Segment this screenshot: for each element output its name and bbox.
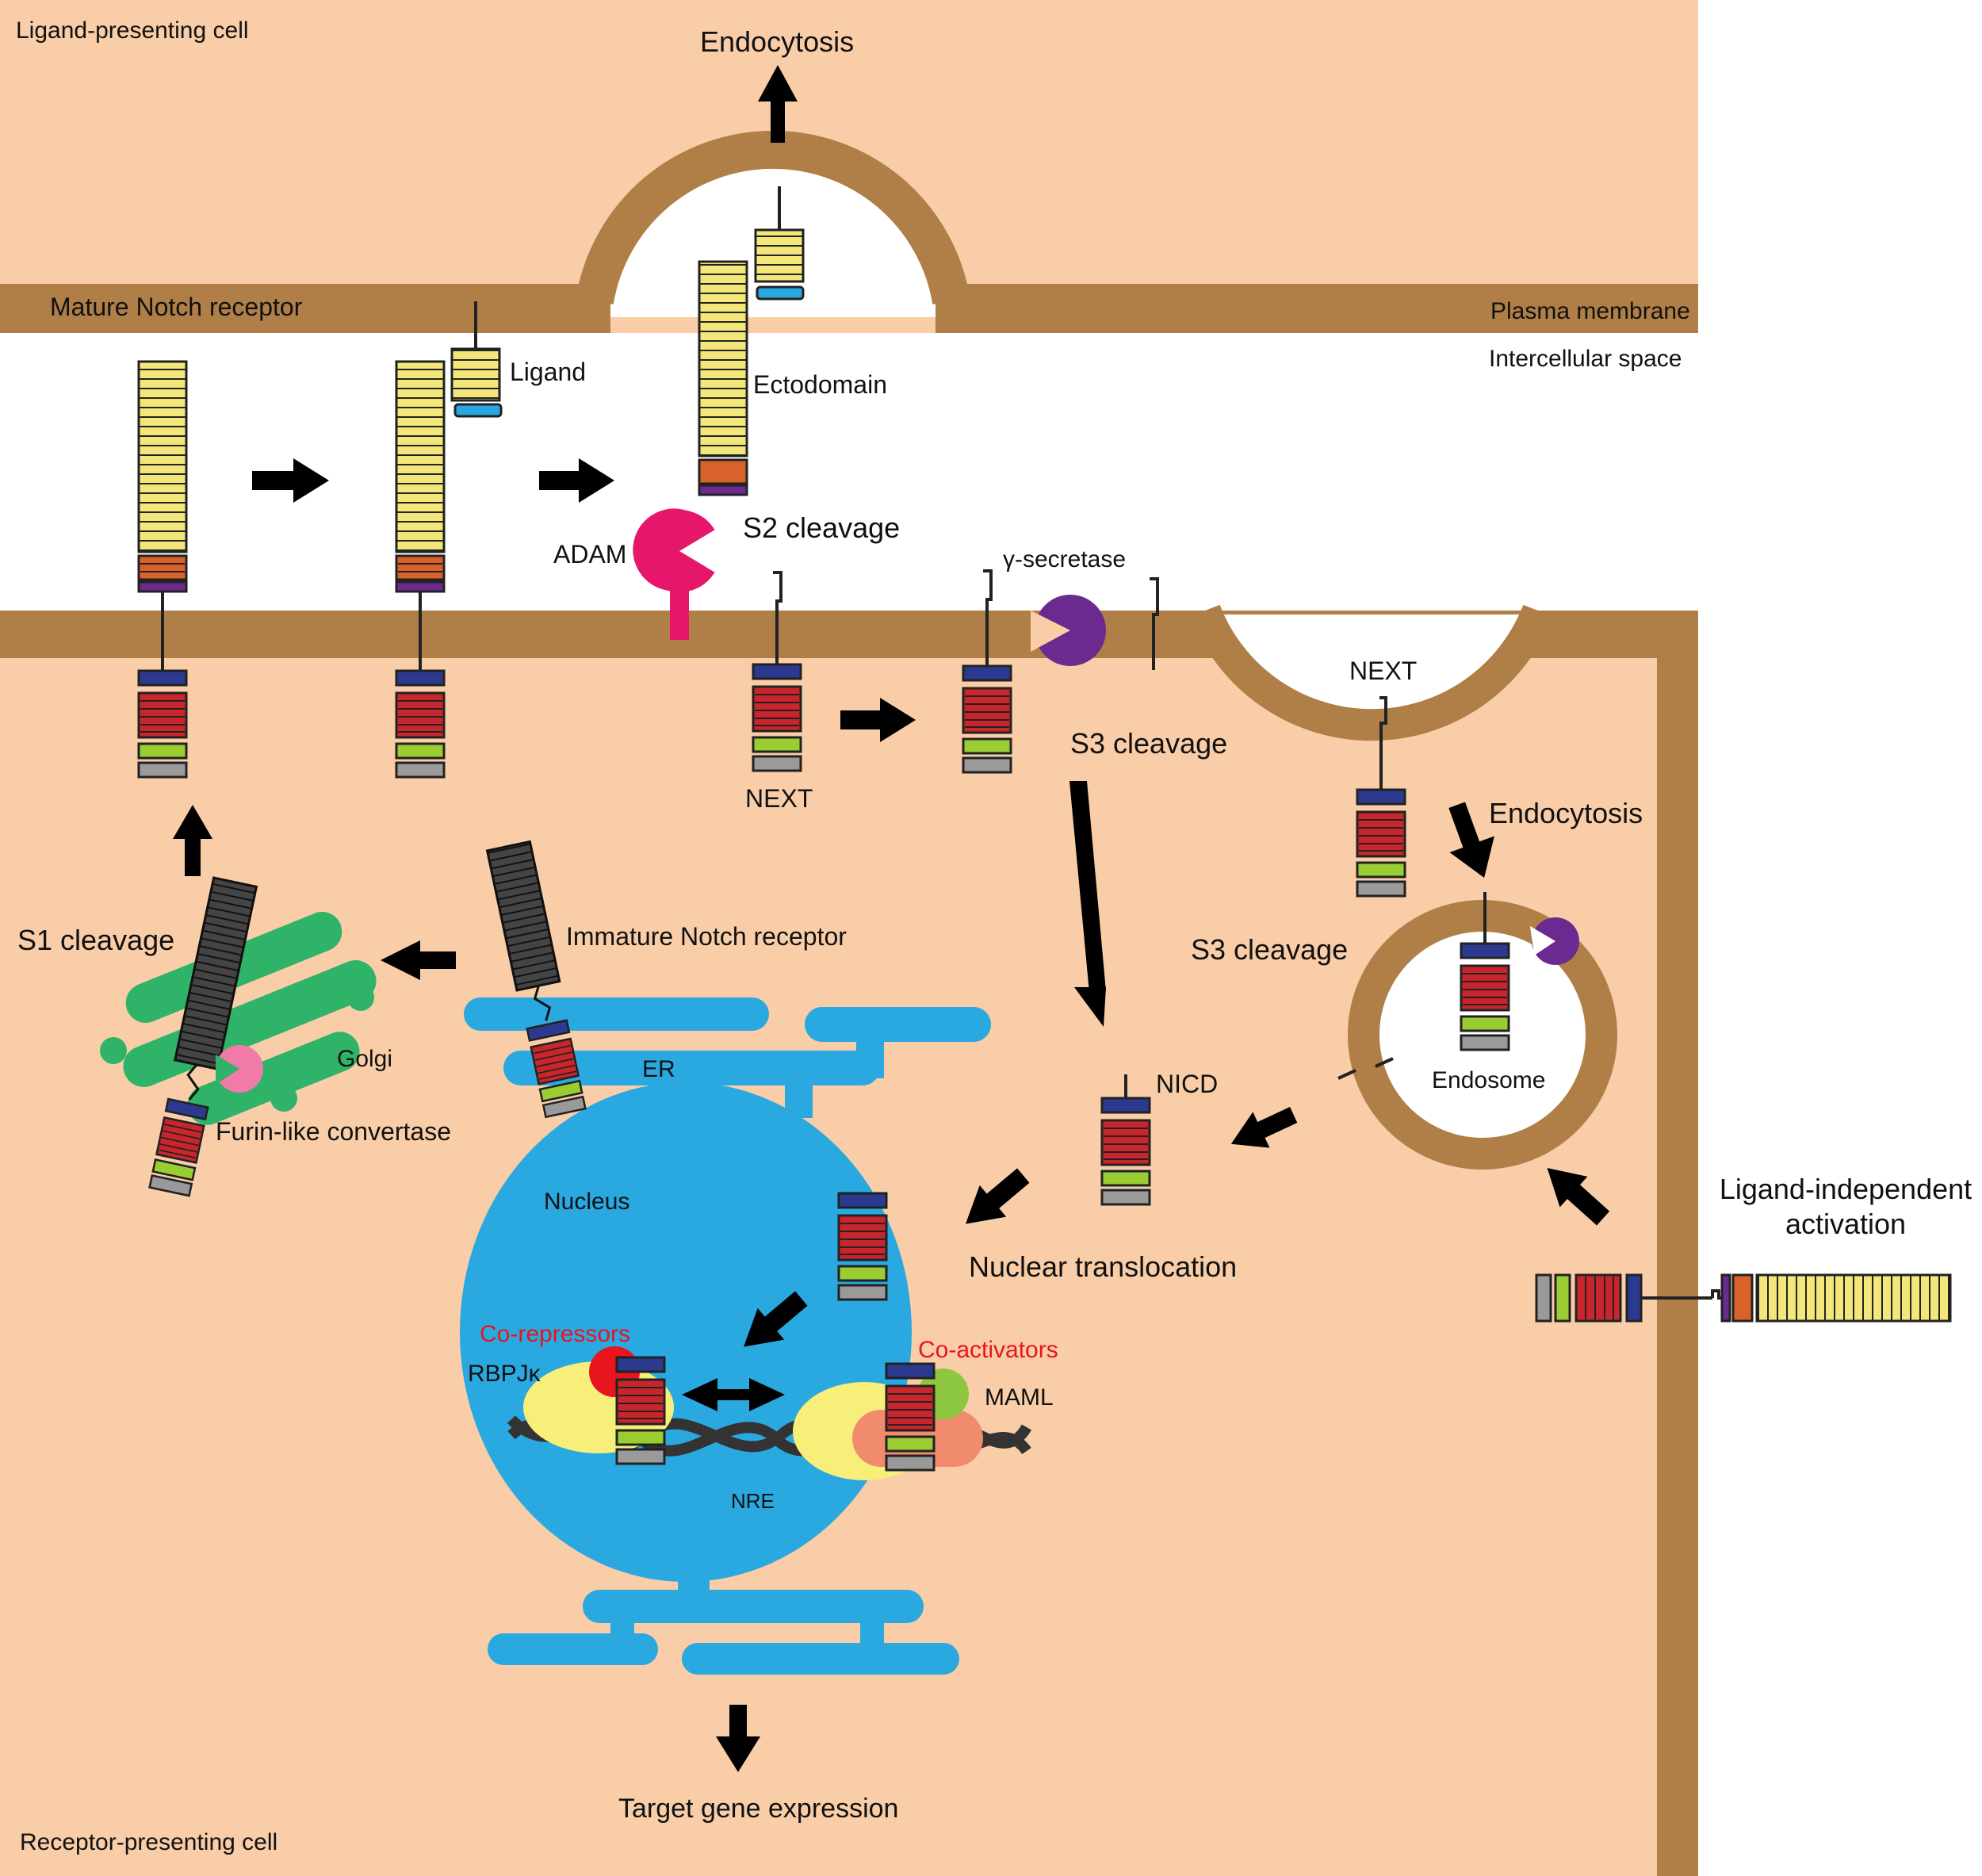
arrow-translocate-down [1069,781,1106,1027]
nre-label: NRE [731,1489,775,1513]
target-gene-label: Target gene expression [618,1794,898,1824]
s3-cleavage-label-1: S3 cleavage [1070,727,1227,760]
ligand-independent-label-1: Ligand-independent [1720,1173,1972,1205]
endoplasmic-reticulum [464,997,991,1675]
golgi-notch [148,876,258,1197]
ligand-shape [450,301,503,418]
s1-cleavage-label: S1 cleavage [17,924,174,956]
arrow-endocytosis-top [758,65,798,143]
endosome-label: Endosome [1432,1067,1545,1093]
ligand-label: Ligand [510,358,586,386]
adam-protease-shape [633,508,723,640]
co-activators-label: Co-activators [918,1337,1058,1363]
arrow-endocytosis-right [1448,802,1494,878]
s3-cleavage-label-2: S3 cleavage [1191,933,1348,966]
arrow-s1-up [173,805,212,876]
arrow-to-nicd [1230,1107,1298,1148]
endocytosed-ligand [754,186,805,301]
gamma-secretase-label: γ-secretase [1003,546,1126,572]
arrows [173,65,1610,1772]
top-plasma-membrane-left [0,284,610,333]
immature-notch-label: Immature Notch receptor [566,922,847,951]
top-plasma-membrane-right [936,284,1698,333]
endosome-membrane-break [1337,1057,1394,1080]
endosome-gamma-secretase [1530,917,1579,965]
arrow-ligand-independent [1547,1168,1610,1226]
receptor-presenting-cell-label: Receptor-presenting cell [20,1829,277,1855]
arrow-bidirectional [682,1378,785,1411]
endocytosis-right-label: Endocytosis [1489,797,1643,829]
maml-label: MAML [985,1384,1054,1411]
adam-label: ADAM [553,540,626,569]
nuclear-translocation-label: Nuclear translocation [969,1250,1237,1283]
nicd-label: NICD [1156,1070,1218,1098]
mature-notch-receptor-1 [137,360,188,779]
next-label-2: NEXT [1349,657,1417,685]
gamma-secretase-shape [1031,595,1106,666]
golgi-label: Golgi [337,1046,392,1072]
ligand-presenting-cell-label: Ligand-presenting cell [16,17,249,44]
next-fragment-3 [1356,696,1406,898]
next-fragment-2 [962,569,1012,774]
nucleus-label: Nucleus [544,1189,629,1215]
arrow-nuclear-translocation [965,1168,1030,1224]
nicd-fragment [1100,1074,1151,1206]
ectodomain-label: Ectodomain [753,370,887,399]
arrow-target-gene [716,1705,760,1772]
next-label-1: NEXT [745,784,813,813]
right-plasma-membrane [1657,611,1698,1876]
arrow-to-complex [743,1291,808,1347]
immature-notch-receptor [485,840,587,1119]
ligand-independent-receptor [1535,1273,1952,1323]
furin-convertase-shape [216,1045,263,1093]
rbpj-label: RBPJκ [468,1361,541,1387]
nucleus-shape [460,1082,912,1582]
arrow-to-golgi [381,940,456,980]
endosome-notch [1460,892,1510,1051]
arrow-step-2 [539,458,614,503]
endocytosis-top-label: Endocytosis [700,25,854,58]
furin-label: Furin-like convertase [216,1117,451,1146]
arrow-step-1 [252,458,329,503]
arrow-step-3 [840,698,916,742]
intercellular-space-label: Intercellular space [1489,346,1682,372]
co-repressors-label: Co-repressors [480,1321,630,1347]
mature-notch-receptor-2 [395,360,446,779]
plasma-membrane-label: Plasma membrane [1490,298,1690,324]
er-label: ER [642,1056,675,1082]
ectodomain-shape [698,260,748,496]
ligand-independent-label-2: activation [1785,1208,1906,1240]
cleaved-stub [1150,577,1159,670]
mature-notch-label: Mature Notch receptor [50,293,303,321]
invagination-rim [1190,604,1553,741]
top-membrane-bulge [576,130,970,304]
next-fragment-1 [752,571,802,772]
s2-cleavage-label: S2 cleavage [743,511,900,544]
